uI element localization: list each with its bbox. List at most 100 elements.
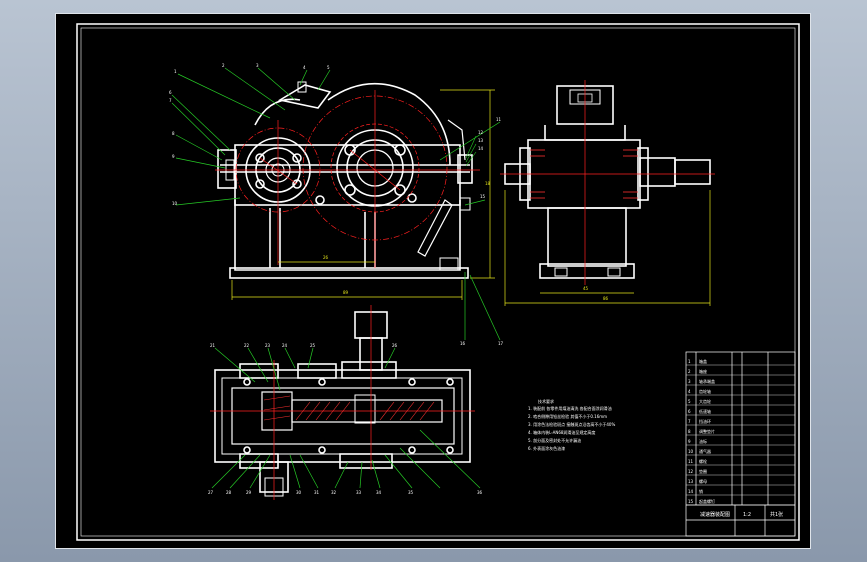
front-callout-labels: 1 2 3 4 5 6 7 8 9 10 11 12 13 14 15 16 1… <box>169 63 504 346</box>
front-center-lines <box>215 90 480 268</box>
title-block-row-number: 6 <box>688 409 691 414</box>
callout-front-8: 8 <box>172 131 175 136</box>
callout-front-15: 15 <box>480 194 486 199</box>
title-block-row-label: 低速轴 <box>699 408 711 414</box>
callout-front-12: 12 <box>478 130 484 135</box>
callout-top-29: 29 <box>246 490 252 495</box>
side-hatch <box>530 149 638 199</box>
callout-front-16: 16 <box>460 341 466 346</box>
callout-front-1: 1 <box>174 69 177 74</box>
title-block-row-number: 2 <box>688 369 691 374</box>
title-block-row-number: 13 <box>688 479 694 484</box>
note-line-5: 5. 剖分面及密封处不允许漏油 <box>528 437 581 443</box>
callout-top-24: 24 <box>282 343 288 348</box>
title-block-row-number: 10 <box>688 449 694 454</box>
title-block-row-number: 3 <box>688 379 691 384</box>
callout-top-35: 35 <box>408 490 414 495</box>
title-block-row-label: 轴承端盖 <box>699 378 715 384</box>
outer-frame <box>76 23 800 541</box>
notes-title: 技术要求 <box>538 398 554 404</box>
title-block-row-label: 油标 <box>699 438 707 444</box>
title-block-row-label: 螺母 <box>699 478 707 484</box>
callout-top-22: 22 <box>244 343 250 348</box>
title-block-row-number: 14 <box>688 489 694 494</box>
callout-top-21: 21 <box>210 343 216 348</box>
small-cover-arc <box>254 98 301 126</box>
callout-front-2: 2 <box>222 63 225 68</box>
callout-front-17: 17 <box>498 341 504 346</box>
callout-front-10: 10 <box>172 201 178 206</box>
title-block-row-label: 大齿轮 <box>699 398 711 404</box>
title-block-row-number: 8 <box>688 429 691 434</box>
callout-front-7: 7 <box>169 98 172 103</box>
technical-notes: 技术要求 1. 装配前 各零件用煤油清洗 各配合面涂润滑油 2. 啮合侧隙用铅丝… <box>528 398 615 451</box>
front-leaders <box>171 67 501 341</box>
callout-top-28: 28 <box>226 490 232 495</box>
side-view <box>504 85 711 279</box>
note-line-1: 1. 装配前 各零件用煤油清洗 各配合面涂润滑油 <box>528 405 612 411</box>
drawing-scale: 1:2 <box>743 512 751 518</box>
title-block-row-label: 销 <box>699 488 703 494</box>
title-block-row-number: 12 <box>688 469 694 474</box>
dim-side-length: 86 <box>603 296 609 301</box>
note-line-6: 6. 外表面涂灰色油漆 <box>528 445 565 451</box>
title-block-row-label: 螺栓 <box>699 458 707 464</box>
callout-top-30: 30 <box>296 490 302 495</box>
title-block-row-number: 4 <box>688 389 691 394</box>
inner-frame <box>80 27 796 537</box>
title-block-row-number: 5 <box>688 399 691 404</box>
housing-lower <box>234 200 461 271</box>
callout-front-6: 6 <box>169 90 172 95</box>
callout-top-23: 23 <box>265 343 271 348</box>
callout-top-34: 34 <box>376 490 382 495</box>
callout-top-31: 31 <box>314 490 320 495</box>
note-line-2: 2. 啮合侧隙用铅丝检验 其值不小于0.16mm <box>528 413 607 419</box>
title-block-row-number: 11 <box>688 459 694 464</box>
dim-front-length: 89 <box>343 290 349 295</box>
base-plate <box>229 267 469 279</box>
note-line-4: 4. 箱体内装L-AN68润滑油至规定高度 <box>528 429 595 435</box>
callout-front-4: 4 <box>303 65 306 70</box>
callout-top-26: 26 <box>392 343 398 348</box>
callout-top-32: 32 <box>331 490 337 495</box>
callout-front-11: 11 <box>496 117 502 122</box>
title-block-row-label: 通气器 <box>699 448 711 454</box>
front-dimensions <box>231 89 495 300</box>
title-block-rows: 1 箱盖 2 箱座 3 轴承端盖 4 齿轮轴 5 大齿轮 6 低速轴 7 挡油环 8 调整垫片 9 油标 10 通气器… <box>686 358 795 506</box>
callout-front-13: 13 <box>478 138 484 143</box>
top-callout-labels: 21 22 23 24 25 26 27 28 29 30 31 32 33 3… <box>208 343 483 495</box>
top-section-view <box>214 311 471 497</box>
top-center-lines <box>210 305 475 500</box>
dim-front-centre: 26 <box>323 255 329 260</box>
title-block-row-label: 垫圈 <box>699 468 707 474</box>
callout-top-27: 27 <box>208 490 214 495</box>
cover-arc <box>327 82 451 166</box>
title-block-row-number: 1 <box>688 359 691 364</box>
drawing-sheet: 共1张 <box>770 511 783 518</box>
title-block-row-label: 箱座 <box>699 368 707 374</box>
title-block-row-number: 9 <box>688 439 691 444</box>
callout-front-3: 3 <box>256 63 259 68</box>
title-block-row-label: 挡油环 <box>699 418 711 424</box>
top-leaders <box>211 347 481 489</box>
side-center-lines <box>500 80 715 285</box>
front-right-leader-stack <box>465 135 477 167</box>
callout-front-9: 9 <box>172 154 175 159</box>
callout-front-14: 14 <box>478 146 484 151</box>
drawing-viewport[interactable] <box>55 13 811 549</box>
callout-top-33: 33 <box>356 490 362 495</box>
dim-front-height: 18 <box>485 181 491 186</box>
note-line-3: 3. 用涂色法检验斑点 接触斑点沿齿高不小于40% <box>528 421 615 427</box>
callout-top-25: 25 <box>310 343 316 348</box>
title-block-row-number: 7 <box>688 419 691 424</box>
title-block-row-label: 齿轮轴 <box>699 388 711 394</box>
title-block-row-label: 起盖螺钉 <box>699 498 715 504</box>
title-block-row-label: 调整垫片 <box>699 428 715 434</box>
drawing-name: 减速器装配图 <box>700 511 730 518</box>
title-block-row-number: 15 <box>688 499 694 504</box>
callout-front-5: 5 <box>327 65 330 70</box>
side-dimensions <box>504 190 711 306</box>
title-block-row-label: 箱盖 <box>699 358 707 364</box>
dim-side-width: 45 <box>583 286 589 291</box>
